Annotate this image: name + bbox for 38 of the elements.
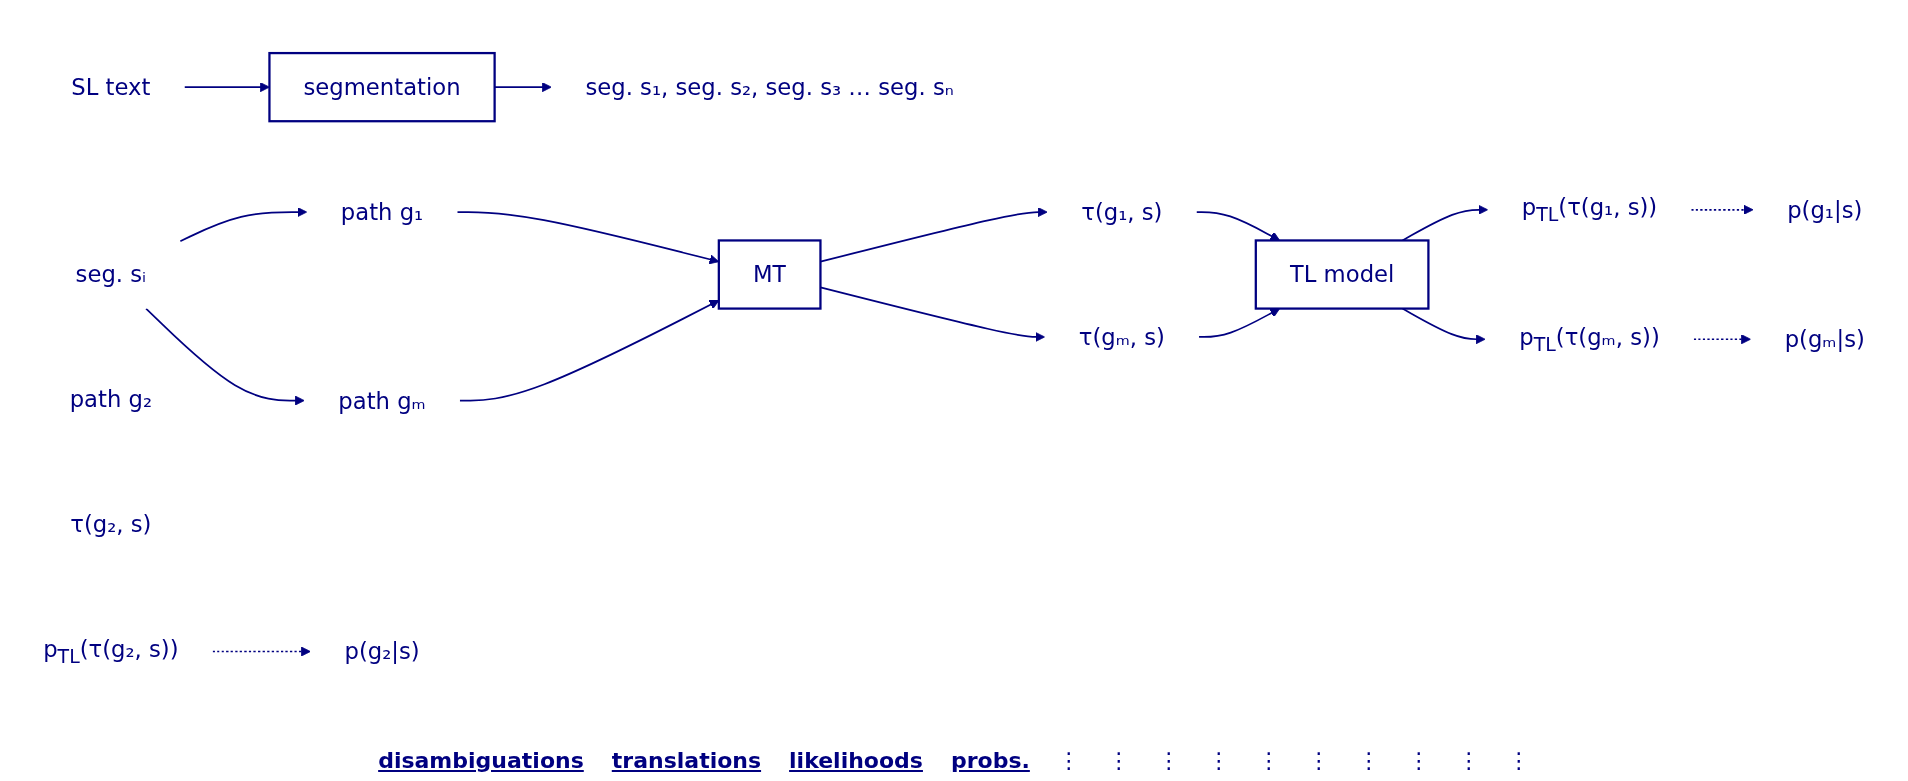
ellipsis-mark: ⋮	[1207, 748, 1230, 773]
node-text: p(g₂|s)	[344, 637, 420, 665]
node-text: p(gₘ|s)	[1784, 325, 1865, 353]
ellipsis-mark: ⋮	[1107, 748, 1130, 773]
node-text: path g₂	[69, 385, 153, 413]
ellipsis-mark: ⋮	[1357, 748, 1380, 773]
arrow	[145, 307, 305, 406]
ellipsis-mark: ⋮	[1157, 748, 1180, 773]
node-box: TL model	[1254, 238, 1430, 310]
node-box: MT	[717, 238, 822, 310]
node-text: SL text	[71, 73, 151, 101]
node-text: p$_{TL}$(τ(g₂, s))	[43, 635, 179, 667]
node-text: p$_{TL}$(τ(gₘ, s))	[1519, 322, 1660, 355]
arrow	[1690, 204, 1754, 215]
arrow	[211, 646, 311, 657]
ellipsis-mark: ⋮	[1507, 748, 1530, 773]
column-heading: probs.	[950, 748, 1030, 773]
node-text: seg. s₁, seg. s₂, seg. s₃ … seg. sₙ	[585, 73, 954, 101]
ellipsis-mark: ⋮	[1307, 748, 1330, 773]
node-box: segmentation	[268, 51, 496, 122]
arrow	[183, 81, 270, 92]
node-text: seg. sᵢ	[75, 260, 147, 288]
node-text: τ(gₘ, s)	[1078, 322, 1165, 351]
node-text: p$_{TL}$(τ(g₁, s))	[1521, 193, 1658, 226]
ellipsis-mark: ⋮	[1257, 748, 1280, 773]
ellipsis-mark: ⋮	[1407, 748, 1430, 773]
column-heading: translations	[611, 748, 762, 773]
node-text: τ(g₁, s)	[1081, 197, 1163, 226]
node-text: path g₁	[340, 197, 424, 226]
column-heading: disambiguations	[378, 748, 584, 773]
arrow	[179, 206, 308, 242]
node-text: path gₘ	[338, 386, 426, 414]
ellipsis-mark: ⋮	[1457, 748, 1480, 773]
node-text: p(g₁|s)	[1787, 195, 1863, 223]
column-heading: likelihoods	[789, 748, 923, 773]
arrow	[1692, 333, 1752, 344]
ellipsis-mark: ⋮	[1057, 748, 1080, 773]
node-text: τ(g₂, s)	[70, 510, 152, 538]
